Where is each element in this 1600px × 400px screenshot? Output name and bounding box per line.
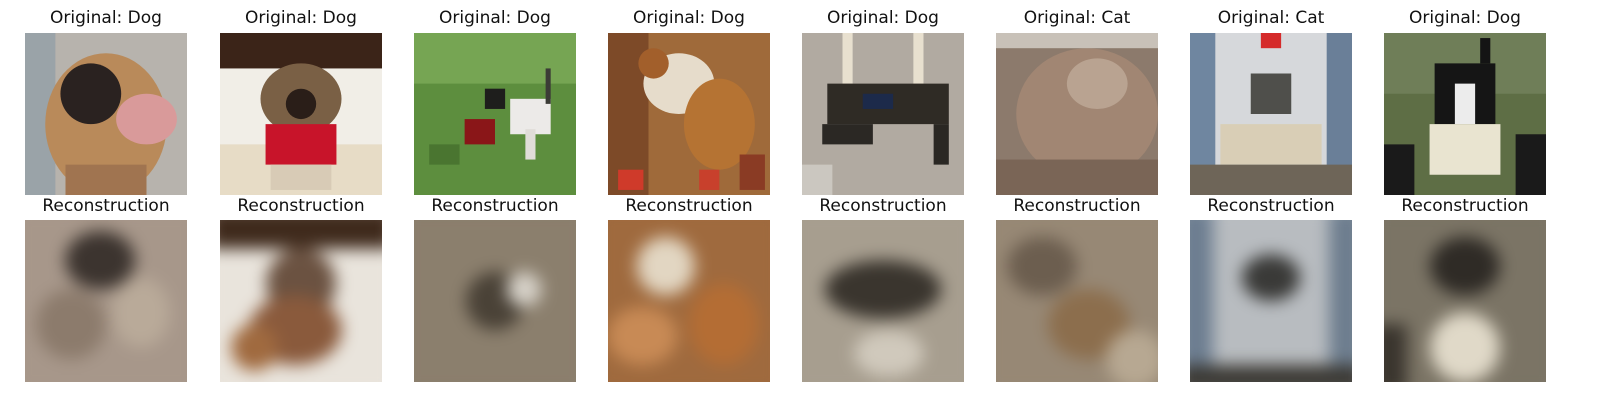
original-image	[414, 33, 576, 195]
original-title: Original: Cat	[1023, 8, 1131, 28]
reconstruction-image	[996, 220, 1158, 382]
original-title: Original: Dog	[50, 8, 162, 28]
reconstruction-image	[414, 220, 576, 382]
reconstruction-image	[1384, 220, 1546, 382]
original-image	[1384, 33, 1546, 195]
reconstruction-title: Reconstruction	[1401, 196, 1529, 216]
original-title: Original: Dog	[827, 8, 939, 28]
original-title: Original: Dog	[439, 8, 551, 28]
original-title: Original: Dog	[633, 8, 745, 28]
original-title: Original: Dog	[245, 8, 357, 28]
original-title: Original: Cat	[1217, 8, 1325, 28]
original-image	[25, 33, 187, 195]
original-image	[220, 33, 382, 195]
reconstruction-image	[1190, 220, 1352, 382]
reconstruction-title: Reconstruction	[1207, 196, 1335, 216]
reconstruction-title: Reconstruction	[42, 196, 170, 216]
original-image	[1190, 33, 1352, 195]
reconstruction-image	[608, 220, 770, 382]
original-image	[608, 33, 770, 195]
original-image	[996, 33, 1158, 195]
reconstruction-image	[25, 220, 187, 382]
reconstruction-image	[802, 220, 964, 382]
reconstruction-title: Reconstruction	[1013, 196, 1141, 216]
reconstruction-title: Reconstruction	[431, 196, 559, 216]
original-title: Original: Dog	[1409, 8, 1521, 28]
reconstruction-title: Reconstruction	[819, 196, 947, 216]
reconstruction-title: Reconstruction	[237, 196, 365, 216]
reconstruction-image	[220, 220, 382, 382]
reconstruction-title: Reconstruction	[625, 196, 753, 216]
original-image	[802, 33, 964, 195]
